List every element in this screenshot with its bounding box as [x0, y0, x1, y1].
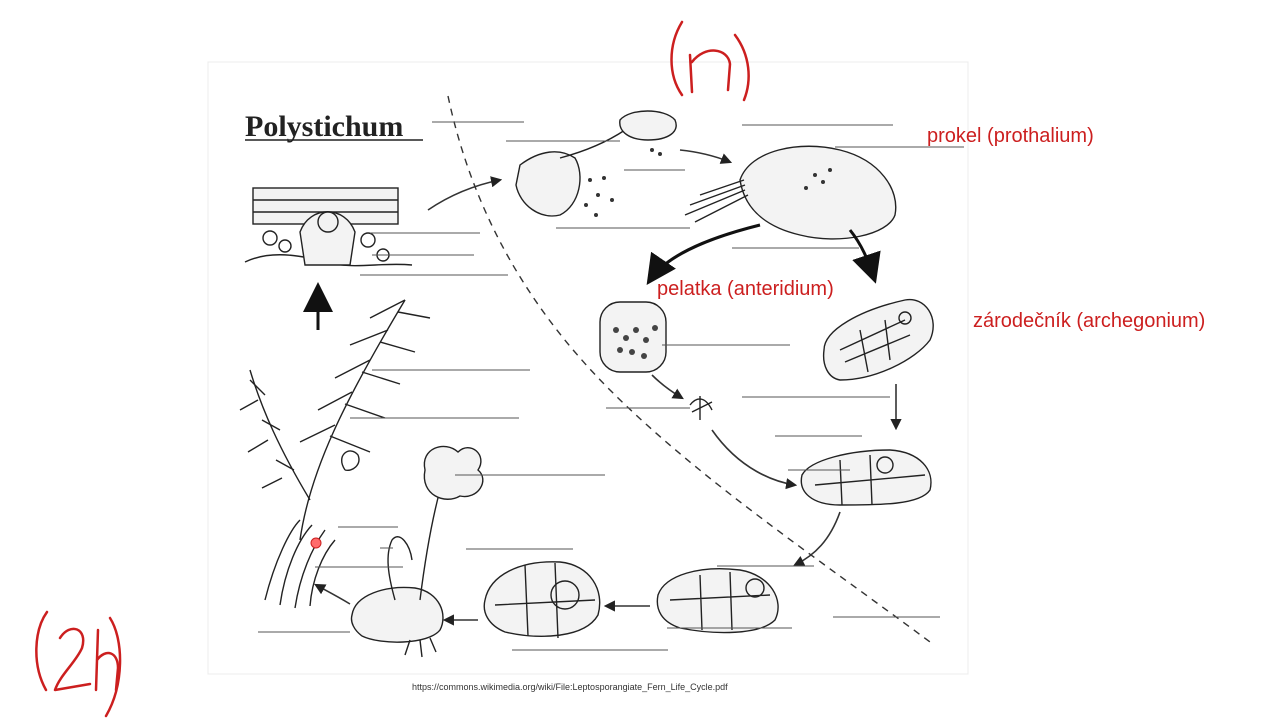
haploid-annotation: [670, 20, 750, 102]
label-prothallium: prokel (prothalium): [927, 125, 1094, 147]
archegonium: [822, 298, 934, 381]
embryo-stage-2: [483, 561, 601, 639]
diagram-title: Polystichum: [245, 110, 403, 143]
antheridium: [599, 301, 667, 373]
sperm-cell: [689, 396, 713, 420]
cursor-indicator: [310, 537, 322, 549]
source-link[interactable]: https://commons.wikimedia.org/wiki/File:…: [412, 682, 728, 692]
fertilized-archegonium: [800, 449, 932, 506]
diploid-annotation: [35, 610, 122, 718]
generation-boundary: [447, 95, 931, 643]
sporangium: [515, 110, 677, 217]
prothallium: [684, 145, 897, 240]
young-sporophyte: [350, 445, 484, 658]
mature-sporophyte-fern: [239, 299, 431, 609]
sorus-cross-section: [244, 187, 413, 267]
label-antheridium: pelatka (anteridium): [657, 278, 834, 300]
label-archegonium: zárodečník (archegonium): [973, 310, 1206, 332]
embryo-stage-1: [656, 568, 779, 634]
